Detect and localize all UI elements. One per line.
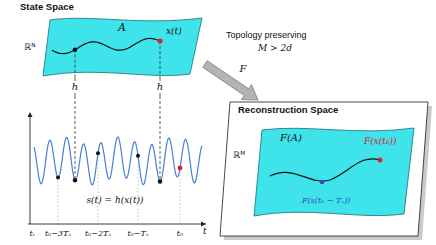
axis-name: t [203, 226, 207, 236]
projection-line [160, 96, 161, 182]
attractor-symbol: A [118, 22, 126, 35]
reconstructed-manifold: F(A) F(x(t₀)) F(s(t₀ − Tₛ)) [252, 124, 416, 220]
annotation-note: M > 2d [258, 43, 292, 53]
sample-dot [56, 175, 60, 179]
panel-plane [220, 102, 428, 236]
y-axis [30, 114, 31, 224]
x-axis [28, 224, 206, 225]
edge-label: F [240, 63, 247, 75]
time-series-plot: s(t) = h(x(t)) [20, 96, 210, 228]
axis-tick: t₀−Tₛ [127, 229, 148, 238]
edge-label: h [71, 81, 79, 93]
sample-tick [138, 156, 139, 222]
axis-tick: t₀ [177, 229, 183, 238]
projection-line [160, 41, 161, 78]
state-dot [73, 47, 78, 52]
sample-dot [73, 178, 77, 182]
shape-outline [20, 96, 210, 228]
sample-dot [158, 179, 162, 183]
axis-arrow [28, 112, 33, 117]
sample-dot [136, 154, 140, 158]
signal-formula: s(t) = h(x(t)) [86, 195, 143, 205]
sample-dot [96, 151, 100, 155]
signal-trace [34, 137, 202, 185]
sample-tick [180, 168, 181, 222]
axis-tick: t₀−3Tₛ [45, 229, 71, 238]
state-space-manifold: State SpaceAx(t) [40, 14, 205, 78]
state-dot [320, 180, 325, 185]
edge-label: h [156, 81, 164, 93]
embedding-arrow [203, 61, 258, 100]
projection-line [75, 50, 76, 78]
manifold-surface [254, 128, 414, 216]
space-symbol: ℝᴹ [233, 150, 245, 160]
image-label: F(A) [280, 132, 302, 144]
state-dot [378, 158, 383, 163]
annotation-note: Topology preserving [226, 30, 307, 40]
axis-arrow [201, 222, 206, 227]
fat-arrow [203, 61, 258, 100]
state-dot [158, 39, 163, 44]
point-label: F(x(t₀)) [364, 136, 397, 146]
axis-tick: tᵢ [30, 229, 35, 238]
trajectory-curve [270, 159, 380, 181]
manifold-surface [43, 18, 202, 76]
projection-line [75, 96, 76, 180]
space-symbol: ℝᴺ [24, 42, 35, 52]
point-label: F(s(t₀ − Tₛ)) [302, 196, 350, 205]
trajectory-curve [52, 38, 160, 53]
state-label: x(t) [166, 26, 182, 36]
panel-heading: Reconstruction Space [238, 105, 338, 116]
sample-tick [98, 153, 99, 222]
sample-tick [58, 177, 59, 222]
axis-tick: t₀−2Tₛ [85, 229, 111, 238]
sample-dot [178, 166, 183, 171]
reconstruction-panel: Reconstruction Spaceℝᴹ F(A) F(x(t₀)) F(s(t₀… [218, 100, 430, 240]
panel-heading: State Space [20, 2, 74, 13]
